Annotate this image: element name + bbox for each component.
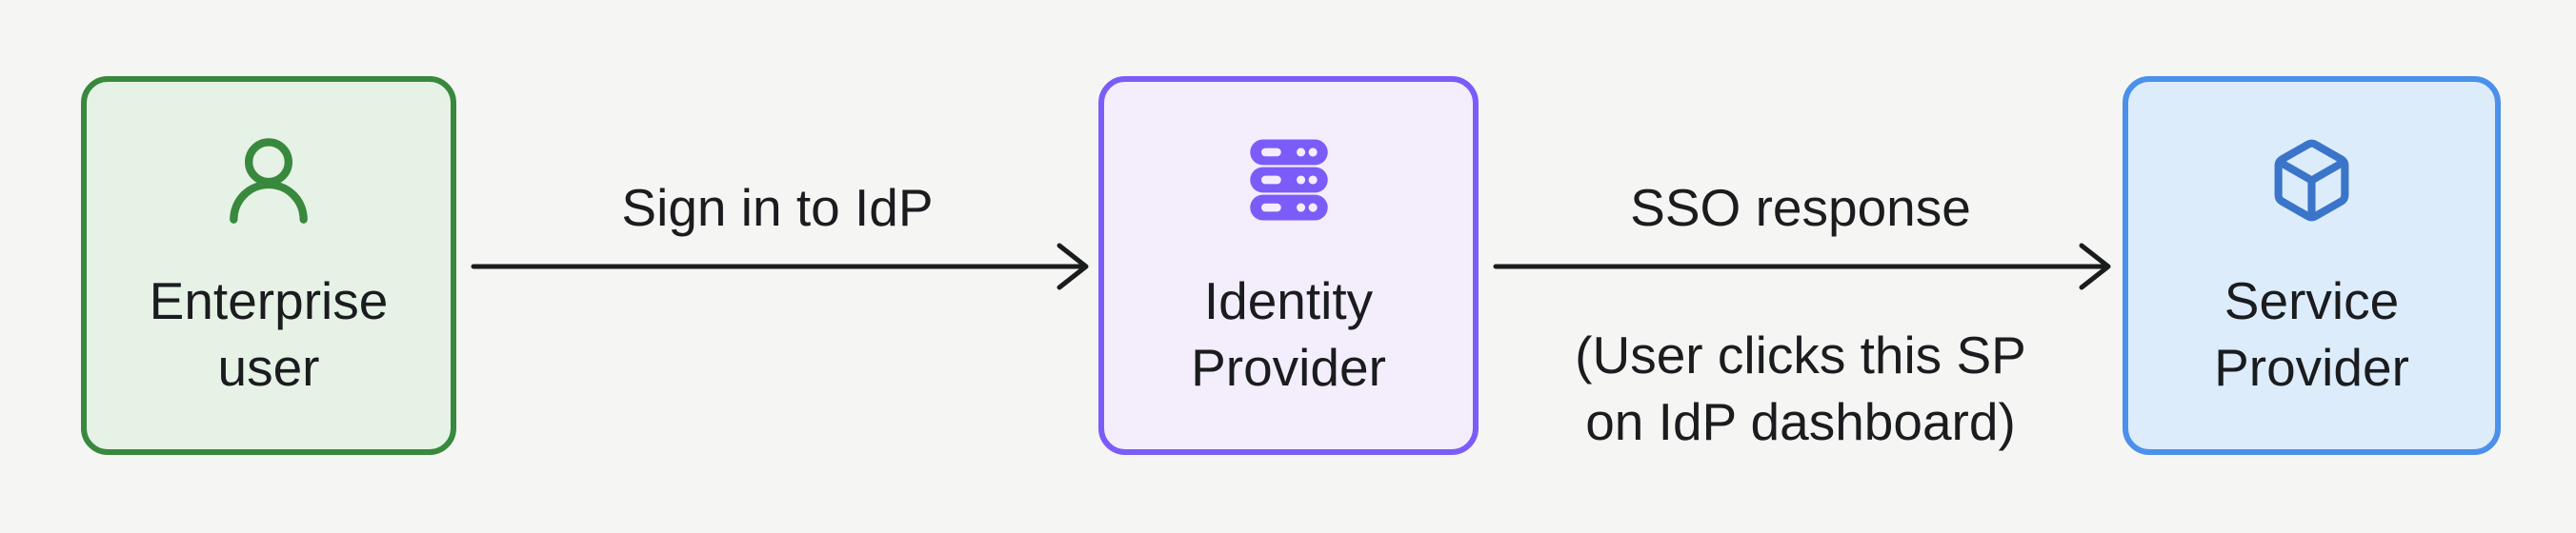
cube-icon <box>2267 130 2356 229</box>
node-label-line2: user <box>217 338 320 397</box>
node-label-line1: Service <box>2224 271 2400 330</box>
node-label-line1: Enterprise <box>149 271 389 330</box>
node-label-identity-provider: Identity Provider <box>1191 267 1386 401</box>
arrow-right-icon <box>471 243 1089 290</box>
node-service-provider: Service Provider <box>2123 76 2501 455</box>
arrow-right-icon <box>1493 243 2111 290</box>
edge-label-sso-response: SSO response <box>1630 178 1971 237</box>
node-label-enterprise-user: Enterprise user <box>150 267 389 401</box>
node-label-service-provider: Service Provider <box>2214 267 2409 401</box>
node-label-line2: Provider <box>1191 338 1386 397</box>
node-label-line2: Provider <box>2214 338 2409 397</box>
node-enterprise-user: Enterprise user <box>81 76 456 455</box>
edge-label-sign-in-to-idp: Sign in to IdP <box>621 178 934 237</box>
edge-sublabel-user-clicks-sp: (User clicks this SP on IdP dashboard) <box>1479 322 2123 455</box>
edge-sublabel-line2: on IdP dashboard) <box>1585 392 2016 451</box>
user-icon <box>221 130 316 229</box>
node-label-line1: Identity <box>1203 271 1374 330</box>
server-icon <box>1239 130 1338 229</box>
edge-sublabel-line1: (User clicks this SP <box>1575 326 2026 385</box>
node-identity-provider: Identity Provider <box>1098 76 1479 455</box>
